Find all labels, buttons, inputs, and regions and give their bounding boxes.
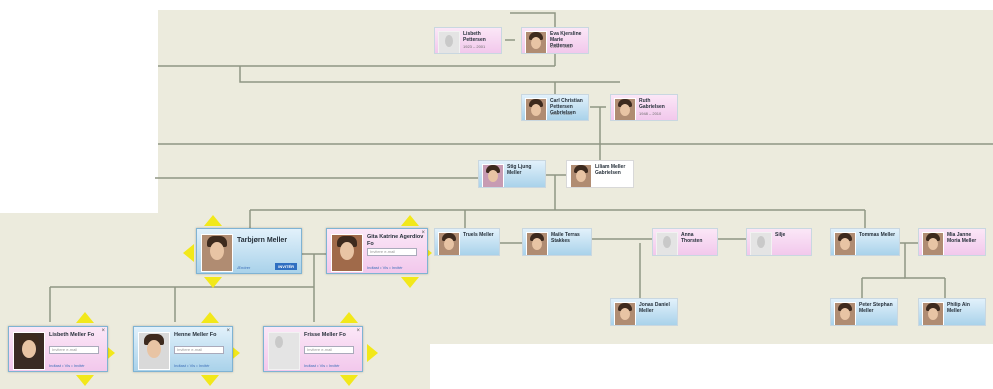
nav-arrow-up-icon[interactable] — [76, 312, 94, 323]
person-card[interactable]: Lisbeth Pettersen 1923 – 2001 — [434, 27, 502, 54]
edit-link[interactable]: Ændrer — [237, 265, 251, 270]
nav-arrow-left-icon[interactable] — [183, 244, 194, 262]
profile-photo — [614, 302, 636, 325]
person-dates: 1945 – 2004 — [550, 111, 573, 116]
person-name: Tarbjørn Meller — [237, 237, 288, 244]
card-action-links[interactable]: Indtast • Vis • Invitér — [174, 363, 210, 368]
profile-photo — [750, 232, 772, 255]
profile-photo — [525, 31, 547, 53]
profile-photo — [570, 164, 592, 187]
nav-arrow-up-icon[interactable] — [201, 312, 219, 323]
selected-person-card[interactable]: Tarbjørn Meller Ændrer INVITÉR — [196, 228, 302, 274]
person-card-expanded[interactable]: Gita Katrine Agerdiov Fo × Invitere e-ma… — [326, 228, 428, 274]
nav-arrow-right-icon[interactable] — [104, 344, 115, 362]
profile-photo — [138, 332, 170, 370]
person-name: Silje — [775, 232, 786, 238]
nav-arrow-up-icon[interactable] — [340, 312, 358, 323]
invite-button[interactable]: INVITÉR — [275, 263, 297, 270]
profile-photo — [614, 98, 636, 120]
person-card[interactable]: Mia Janne Moria Meller — [918, 228, 986, 256]
person-card[interactable]: Eva Kjersline Marie Pettersen 1925 – 201… — [521, 27, 589, 54]
person-dates: 1923 – 2001 — [463, 44, 486, 49]
card-action-links[interactable]: Indtast • Vis • Invitér — [49, 363, 85, 368]
person-card[interactable]: Carl Christian Pettersen Gabrielsen 1945… — [521, 94, 589, 121]
nav-arrow-down-icon[interactable] — [201, 375, 219, 386]
nav-arrow-up-icon[interactable] — [401, 215, 419, 226]
person-card[interactable]: Maile Terras Stakkes — [522, 228, 592, 256]
person-name: Henne Meller Fo — [174, 332, 217, 338]
close-icon[interactable]: × — [421, 230, 425, 236]
card-action-links[interactable]: Indtast • Vis • Invitér — [304, 363, 340, 368]
person-name: Carl Christian Pettersen Gabrielsen — [550, 98, 583, 116]
person-name: Anna Thorsten — [681, 232, 703, 244]
person-card[interactable]: Peter Stephan Meller — [830, 298, 898, 326]
person-name: Gita Katrine Agerdiov Fo — [367, 234, 424, 247]
person-name: Peter Stephan Meller — [859, 302, 893, 314]
person-card[interactable]: Ruth Gabrielsen 1948 – 2010 — [610, 94, 678, 121]
profile-photo — [482, 164, 504, 187]
nav-arrow-down-icon[interactable] — [204, 277, 222, 288]
card-action-links[interactable]: Indtast • Vis • Invitér — [367, 265, 403, 270]
person-name: Lisbeth Pettersen — [463, 31, 486, 43]
profile-photo — [834, 232, 856, 255]
close-icon[interactable]: × — [101, 328, 105, 334]
person-name: Frisse Meller Fo — [304, 332, 346, 338]
nav-arrow-down-icon[interactable] — [76, 375, 94, 386]
email-input[interactable]: Invitere e-mail — [304, 346, 354, 354]
person-card-expanded[interactable]: Henne Meller Fo × Invitere e-mail Indtas… — [133, 326, 233, 372]
person-name: Ruth Gabrielsen — [639, 98, 665, 110]
person-name: Jonas Daniel Meller — [639, 302, 670, 314]
nav-arrow-up-icon[interactable] — [204, 215, 222, 226]
profile-photo — [438, 232, 460, 255]
person-card[interactable]: Stig Ljung Meller — [478, 160, 546, 188]
person-card-expanded[interactable]: Lisbeth Meller Fo × Invitere e-mail Indt… — [8, 326, 108, 372]
person-card[interactable]: Philip Ain Meller — [918, 298, 986, 326]
nav-arrow-down-icon[interactable] — [340, 375, 358, 386]
email-input[interactable]: Invitere e-mail — [174, 346, 224, 354]
person-name: Liliam Meller Gabrielsen — [595, 164, 626, 176]
nav-arrow-right-icon[interactable] — [229, 344, 240, 362]
person-name: Eva Kjersline Marie Pettersen — [550, 31, 582, 49]
nav-arrow-right-icon[interactable] — [367, 344, 378, 362]
person-name: Tommas Meller — [859, 232, 896, 238]
profile-photo — [922, 232, 944, 255]
profile-photo — [13, 332, 45, 370]
person-card[interactable]: Tommas Meller — [830, 228, 900, 256]
email-input[interactable]: Invitere e-mail — [367, 248, 417, 256]
profile-photo — [438, 31, 460, 53]
profile-photo — [268, 332, 300, 370]
person-dates: 1925 – 2011 — [550, 44, 572, 49]
person-card[interactable]: Truels Meller — [434, 228, 500, 256]
person-dates: 1948 – 2010 — [639, 111, 662, 116]
profile-photo — [834, 302, 856, 325]
close-icon[interactable]: × — [226, 328, 230, 334]
person-card[interactable]: Anna Thorsten — [652, 228, 718, 256]
email-input[interactable]: Invitere e-mail — [49, 346, 99, 354]
person-card[interactable]: Liliam Meller Gabrielsen — [566, 160, 634, 188]
person-name: Maile Terras Stakkes — [551, 232, 580, 244]
profile-photo — [526, 232, 548, 255]
profile-photo — [525, 98, 547, 120]
person-name: Lisbeth Meller Fo — [49, 332, 95, 338]
profile-photo — [331, 234, 363, 272]
person-name: Stig Ljung Meller — [507, 164, 532, 176]
person-name: Philip Ain Meller — [947, 302, 970, 314]
person-card-expanded[interactable]: Frisse Meller Fo × Invitere e-mail Indta… — [263, 326, 363, 372]
person-name: Mia Janne Moria Meller — [947, 232, 977, 244]
person-card[interactable]: Silje — [746, 228, 812, 256]
profile-photo — [922, 302, 944, 325]
profile-photo — [656, 232, 678, 255]
person-name: Truels Meller — [463, 232, 494, 238]
nav-arrow-down-icon[interactable] — [401, 277, 419, 288]
person-card[interactable]: Jonas Daniel Meller — [610, 298, 678, 326]
close-icon[interactable]: × — [356, 328, 360, 334]
profile-photo — [201, 234, 233, 272]
